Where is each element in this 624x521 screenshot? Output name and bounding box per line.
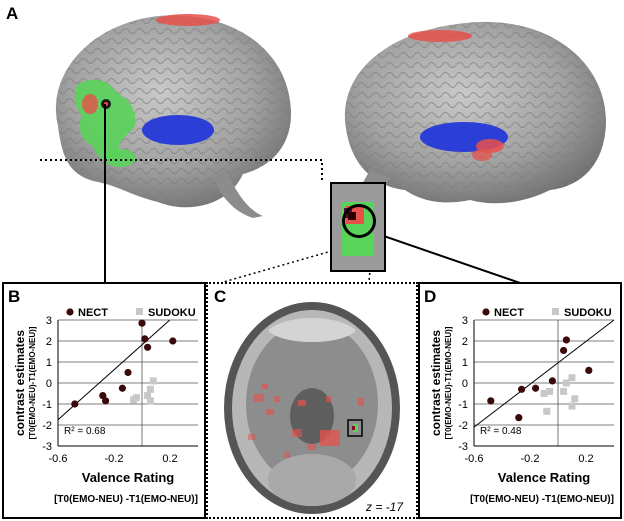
panel-b-label: B: [8, 287, 21, 306]
zoom-inset: [330, 182, 386, 272]
y-tick-label: 1: [462, 357, 468, 369]
y-tick-label: -3: [42, 441, 52, 453]
right-activation-superior: [408, 30, 472, 42]
nect-point: [515, 414, 523, 422]
sudoku-point: [146, 385, 154, 393]
nect-point: [562, 336, 570, 344]
left-activation-ifg-red: [82, 94, 98, 114]
sudoku-point: [562, 379, 570, 387]
panel-b: B 3 2 1 0 -1 -2 -3-0.6 -0.2 0.2 NECT SUDOKU R² = 0.…: [2, 282, 206, 519]
nect-point: [118, 384, 126, 392]
nect-point: [548, 377, 556, 385]
r2-label: R² = 0.48: [480, 426, 522, 437]
nect-point: [487, 397, 495, 405]
y-axis-sublabel: [T0(EMO-NEU)-T1(EMO-NEU)]: [28, 326, 37, 439]
x-tick-label: -0.2: [521, 453, 540, 465]
y-axis-label: contrast estimates: [429, 330, 443, 436]
right-hemisphere-render: [340, 21, 606, 212]
nect-point: [560, 346, 568, 355]
r2-label: R² = 0.68: [64, 426, 106, 437]
x-tick-label: -0.6: [465, 453, 484, 465]
y-axis-sublabel: [T0(EMO-NEU)-T1(EMO-NEU)]: [444, 326, 453, 439]
x-axis-label: Valence Rating: [82, 470, 175, 485]
nect-point: [138, 319, 146, 327]
y-tick-label: 0: [462, 378, 468, 390]
sudoku-point: [568, 374, 576, 382]
nect-point: [102, 397, 110, 405]
x-axis-sublabel: [T0(EMO-NEU) -T1(EMO-NEU)]: [470, 494, 614, 505]
sudoku-point: [149, 377, 157, 385]
sudoku-point: [568, 402, 576, 410]
slice-label: z = -17: [365, 500, 404, 514]
roi-box: [347, 419, 363, 437]
left-activation-superior: [156, 14, 220, 26]
nect-point: [169, 337, 177, 345]
nect-point: [518, 385, 526, 393]
x-tick-label: 0.2: [162, 453, 177, 465]
sudoku-point: [540, 390, 548, 397]
panel-d-label: D: [424, 287, 437, 306]
x-tick-label: 0.2: [578, 453, 593, 465]
panel-c-label: C: [214, 287, 227, 306]
sudoku-point: [144, 392, 152, 400]
legend-nect-label: NECT: [494, 307, 524, 319]
x-axis-sublabel: [T0(EMO-NEU) -T1(EMO-NEU)]: [54, 494, 198, 505]
left-hemisphere-render: [55, 14, 291, 218]
nect-point: [124, 368, 132, 377]
legend-nect-marker: [66, 308, 74, 316]
scatter-chart-b: 3 2 1 0 -1 -2 -3-0.6 -0.2 0.2 NECT SUDOKU R² = 0.68…: [13, 307, 198, 505]
sudoku-point: [560, 387, 568, 395]
y-tick-label: -2: [458, 420, 468, 432]
y-tick-label: -3: [458, 441, 468, 453]
sudoku-point: [146, 397, 154, 405]
y-tick-label: -1: [458, 399, 468, 411]
y-tick-label: 1: [46, 357, 52, 369]
sudoku-point: [543, 407, 551, 415]
y-tick-label: 2: [462, 336, 468, 348]
nect-point: [144, 343, 152, 351]
panel-a-label: A: [6, 4, 19, 23]
sudoku-point: [132, 394, 140, 402]
legend-sudoku-label: SUDOKU: [564, 307, 612, 319]
y-tick-label: 0: [46, 378, 52, 390]
left-activation-temporal-blue: [142, 115, 214, 145]
legend-sudoku-label: SUDOKU: [148, 307, 196, 319]
axial-slice: z = -17: [224, 302, 404, 514]
legend-nect-marker: [482, 308, 490, 316]
y-tick-label: 3: [46, 315, 52, 327]
y-tick-label: 3: [462, 315, 468, 327]
x-tick-label: -0.2: [105, 453, 124, 465]
fit-line: [473, 319, 615, 428]
sudoku-point: [546, 387, 554, 395]
legend-nect-label: NECT: [78, 307, 108, 319]
x-axis-label: Valence Rating: [498, 470, 591, 485]
y-tick-label: -1: [42, 399, 52, 411]
y-tick-label: -2: [42, 420, 52, 432]
nect-point: [141, 335, 149, 343]
scatter-chart-d: 3 2 1 0 -1 -2 -3-0.6 -0.2 0.2 NECT SUDOKU R² = 0.48…: [429, 307, 615, 505]
nect-point: [71, 400, 79, 408]
roi-circle: [342, 204, 376, 238]
left-cerebellum: [214, 174, 263, 218]
sudoku-point: [571, 395, 579, 403]
panel-d: D 3 2 1 0 -1 -2 -3-0.6 -0.2 0.2 NECT SUDOKU R² = 0.…: [418, 282, 622, 519]
panel-c: C z = -17: [206, 282, 418, 519]
legend-sudoku-marker: [552, 308, 559, 315]
legend-sudoku-marker: [136, 308, 143, 315]
nect-point: [532, 384, 540, 392]
y-axis-label: contrast estimates: [13, 330, 27, 436]
y-tick-label: 2: [46, 336, 52, 348]
nect-point: [585, 366, 593, 374]
x-tick-label: -0.6: [49, 453, 68, 465]
